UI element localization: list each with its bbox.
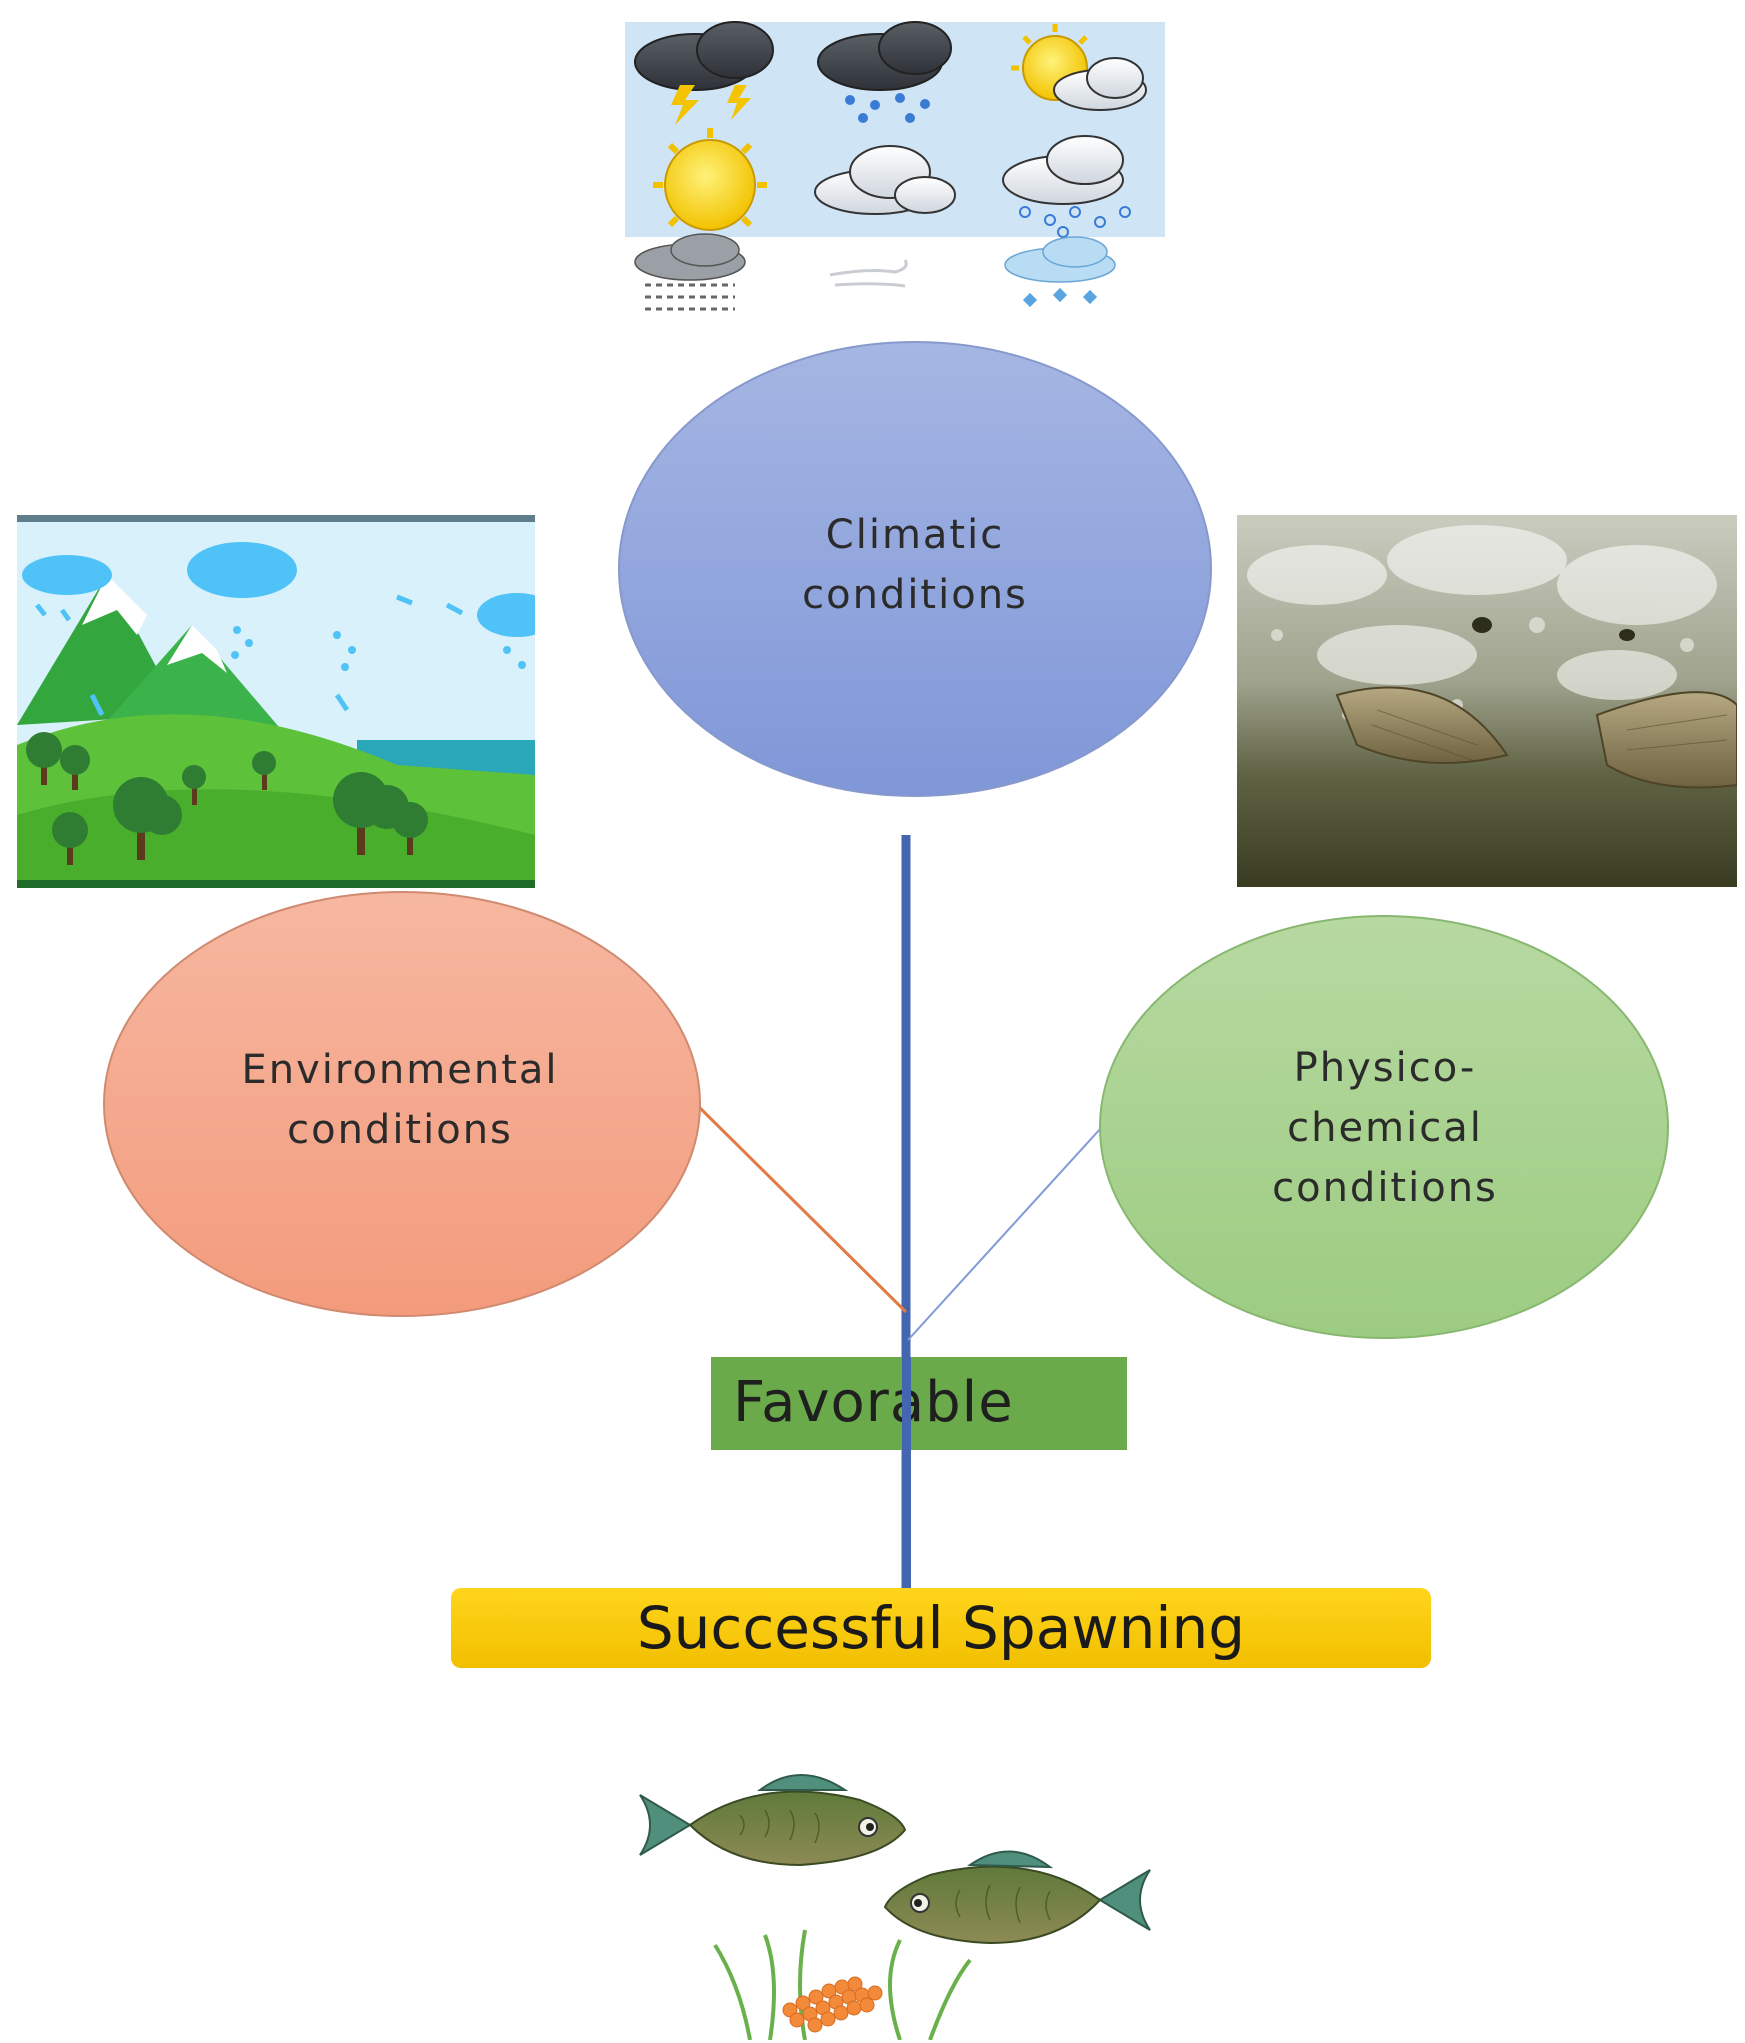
environmental-label-line1: Environmental xyxy=(241,1047,559,1093)
climatic-node xyxy=(618,341,1212,797)
cloud-icon xyxy=(814,145,956,215)
successful-spawning-box xyxy=(451,1588,1431,1668)
climatic-label: Climatic conditions xyxy=(715,505,1115,625)
physico-chemical-node xyxy=(1099,915,1669,1339)
climatic-label-line2: conditions xyxy=(802,572,1028,618)
partly-cloudy-icon xyxy=(1011,24,1147,111)
favorable-box xyxy=(711,1357,1127,1450)
sun-icon xyxy=(653,128,767,231)
hail-icon xyxy=(1004,236,1116,308)
physico-label-line2: chemical xyxy=(1287,1105,1483,1151)
fish-eggs-icon xyxy=(782,1976,883,2033)
environmental-node xyxy=(103,891,701,1317)
fish-and-eggs-illustration xyxy=(639,1774,1151,2040)
climatic-label-line1: Climatic xyxy=(825,512,1005,558)
successful-spawning-label: Successful Spawning xyxy=(636,1594,1246,1662)
favorable-label: Favorable xyxy=(733,1370,1014,1435)
environmental-connector xyxy=(698,1106,908,1314)
aquatic-grass xyxy=(713,1929,972,2040)
fog-icon xyxy=(634,233,746,311)
physico-label-line3: conditions xyxy=(1272,1165,1498,1211)
fish-icon-upper xyxy=(639,1774,907,1867)
spawning-fish-photo xyxy=(1237,515,1737,887)
physico-connector xyxy=(907,1127,1102,1341)
weather-icons-panel xyxy=(625,21,1165,311)
environmental-label-line2: conditions xyxy=(287,1107,513,1153)
physico-label-line1: Physico- xyxy=(1293,1045,1477,1091)
wind-icon xyxy=(829,259,908,288)
snow-icon xyxy=(1002,135,1131,238)
mountain-landscape-illustration xyxy=(17,515,535,888)
rain-icon xyxy=(817,21,952,123)
tree-icons xyxy=(26,732,428,865)
fish-icon-lower xyxy=(883,1850,1151,1945)
physico-chemical-label: Physico- chemical conditions xyxy=(1180,1038,1590,1218)
storm-icon xyxy=(634,21,774,125)
climatic-stem-lower xyxy=(902,1450,911,1590)
environmental-label: Environmental conditions xyxy=(180,1040,620,1160)
climatic-stem-overlay xyxy=(902,1357,911,1450)
